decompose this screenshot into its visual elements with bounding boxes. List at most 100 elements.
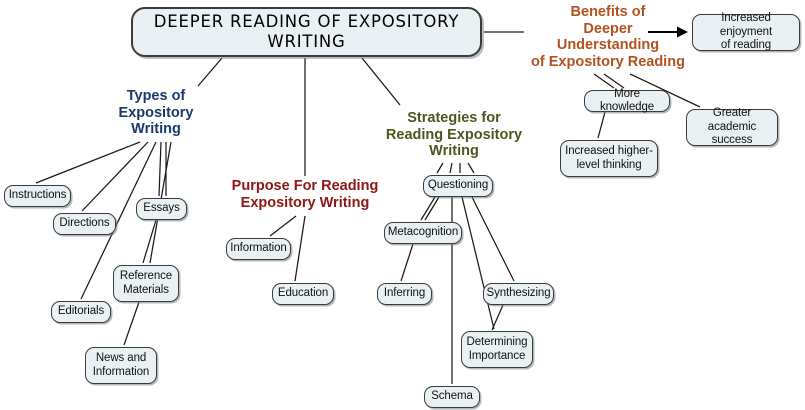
node-metacognition-label: Metacognition xyxy=(384,226,462,240)
edge-purpose-to-information xyxy=(269,215,297,237)
node-knowledge-label: More knowledge xyxy=(585,88,669,115)
node-questioning[interactable]: Questioning xyxy=(423,175,493,197)
node-inferring[interactable]: Inferring xyxy=(377,283,432,305)
edge-benefits-to-knowledge xyxy=(593,73,615,89)
node-essays[interactable]: Essays xyxy=(136,198,187,220)
node-higherlevel-label: Increased higher-level thinking xyxy=(561,145,657,172)
node-instructions-label: Instructions xyxy=(5,189,71,203)
node-enjoyment-line: Increased enjoyment xyxy=(719,12,773,38)
edge-strategies-to-questioning2 xyxy=(449,162,453,174)
edge-purpose-to-education xyxy=(294,215,306,282)
node-reference-line: Reference xyxy=(119,270,173,282)
node-synthesizing[interactable]: Synthesizing xyxy=(483,283,554,305)
node-synthesizing-label: Synthesizing xyxy=(483,287,555,301)
node-questioning-line: Questioning xyxy=(427,179,489,192)
category-label-benefits-line: Understanding xyxy=(556,37,660,53)
category-label-benefits-line: Benefits of xyxy=(570,4,646,20)
node-inferring-line: Inferring xyxy=(383,287,426,300)
edge-essays-to-reference xyxy=(142,219,157,264)
node-directions-label: Directions xyxy=(55,217,113,231)
root-node-deeper-reading[interactable]: DEEPER READING OF EXPOSITORY WRITING xyxy=(131,7,482,57)
node-determining-line: Determining xyxy=(466,336,528,348)
node-directions-line: Directions xyxy=(59,217,110,230)
edge-questioning-to-synthesizing xyxy=(471,196,515,282)
node-synthesizing-line: Synthesizing xyxy=(486,287,551,300)
node-inferring-label: Inferring xyxy=(380,287,429,301)
edge-questioning-to-metacognition xyxy=(420,196,436,221)
node-education-line: Education xyxy=(277,287,329,300)
node-academic-line: Greater academic xyxy=(707,107,757,133)
node-metacognition[interactable]: Metacognition xyxy=(384,222,462,244)
category-label-purpose-line: Expository Writing xyxy=(240,194,370,211)
category-label-strategies-line: Strategies for xyxy=(407,110,501,126)
edge-types-to-instructions xyxy=(35,141,141,184)
node-metacognition-line: Metacognition xyxy=(387,226,459,239)
edge-questioning-to-determining xyxy=(461,196,495,330)
node-determining-line: Importance xyxy=(468,349,526,362)
node-instructions[interactable]: Instructions xyxy=(4,185,71,207)
edge-root-to-strategies xyxy=(361,57,401,106)
node-information-label: Information xyxy=(226,242,290,256)
node-higherlevel-line: level thinking xyxy=(576,158,642,171)
node-education[interactable]: Education xyxy=(272,283,334,305)
node-education-label: Education xyxy=(274,287,332,301)
edge-benefits-to-knowledge2 xyxy=(603,73,625,89)
node-schema[interactable]: Schema xyxy=(424,386,480,408)
node-news-line: News and xyxy=(95,352,147,364)
node-reference-line: Materials xyxy=(123,283,169,296)
node-higherlevel[interactable]: Increased higher-level thinking xyxy=(560,140,658,177)
node-schema-line: Schema xyxy=(431,390,473,403)
edge-questioning-to-metacognition2 xyxy=(424,196,440,221)
category-label-purpose-line: Purpose For Reading xyxy=(231,178,379,194)
node-editorials[interactable]: Editorials xyxy=(51,301,111,323)
category-label-types-line: Expository xyxy=(118,104,194,121)
category-label-strategies-line: Reading Expository xyxy=(385,126,523,143)
edge-types-to-essays xyxy=(158,141,162,197)
node-directions[interactable]: Directions xyxy=(53,213,116,235)
edge-synthesizing-to-determining xyxy=(491,304,504,331)
arrow-to-increased-enjoyment-head xyxy=(677,26,688,38)
edge-types-to-directions xyxy=(81,141,149,212)
edge-knowledge-to-higherlevel xyxy=(597,111,606,139)
node-knowledge-line: More knowledge xyxy=(599,87,655,114)
node-academic-line: success xyxy=(711,134,753,147)
category-label-types-line: Writing xyxy=(131,121,181,137)
node-higherlevel-line: Increased higher- xyxy=(565,145,653,157)
edge-strategies-to-questioning4 xyxy=(467,162,475,174)
edge-root-to-types xyxy=(197,57,223,87)
node-news-line: Information xyxy=(92,365,150,378)
edge-metacognition-to-inferring xyxy=(400,243,414,282)
category-label-benefits-line: Deeper xyxy=(583,20,633,37)
node-knowledge[interactable]: More knowledge xyxy=(584,88,670,115)
node-editorials-label: Editorials xyxy=(54,305,108,319)
category-label-strategies-line: Writing xyxy=(429,143,479,159)
node-editorials-line: Editorials xyxy=(57,305,105,318)
root-node-label: DEEPER READING OF EXPOSITORY WRITING xyxy=(153,12,460,51)
node-information[interactable]: Information xyxy=(226,238,291,260)
node-schema-label: Schema xyxy=(427,390,477,404)
category-label-types-line: Types of xyxy=(126,88,186,104)
node-questioning-label: Questioning xyxy=(424,179,492,193)
category-label-benefits-line: of Expository Reading xyxy=(531,53,685,70)
node-essays-label: Essays xyxy=(139,202,183,216)
node-instructions-line: Instructions xyxy=(8,189,67,202)
node-information-line: Information xyxy=(230,242,287,255)
node-essays-line: Essays xyxy=(143,202,180,215)
edge-strategies-to-questioning xyxy=(436,162,444,174)
